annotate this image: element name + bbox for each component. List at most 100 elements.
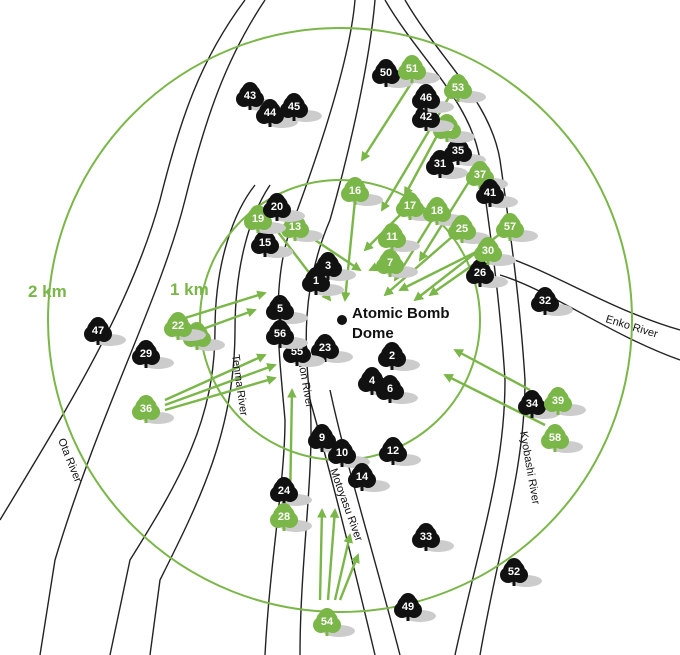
tree-marker-44: 44 xyxy=(256,99,298,128)
tree-canopy xyxy=(384,342,400,358)
tree-number: 25 xyxy=(456,223,468,235)
tree-marker-2: 2 xyxy=(378,342,420,371)
tree-number: 53 xyxy=(452,82,464,94)
tree-canopy xyxy=(347,177,363,193)
tree-marker-45: 45 xyxy=(280,93,322,122)
arrow xyxy=(184,290,267,320)
dome-dot xyxy=(337,315,347,325)
arrow xyxy=(403,129,442,197)
tree-marker-41: 41 xyxy=(476,179,518,208)
trees-layer: 1234567910111213141516171819202122232425… xyxy=(84,55,586,637)
tree-marker-26: 26 xyxy=(466,259,508,288)
tree-number: 9 xyxy=(319,432,325,444)
tree-number: 47 xyxy=(92,325,104,337)
tree-marker-25: 25 xyxy=(448,215,490,244)
arrow xyxy=(453,348,531,392)
tree-canopy xyxy=(502,213,518,229)
tree-canopy xyxy=(334,439,350,455)
tree-number: 6 xyxy=(387,383,393,395)
tree-marker-47: 47 xyxy=(84,317,126,346)
tree-number: 16 xyxy=(349,185,361,197)
tree-number: 19 xyxy=(252,213,264,225)
ring-1km-label: 1 km xyxy=(170,280,209,299)
tree-canopy xyxy=(385,437,401,453)
tree-canopy xyxy=(480,237,496,253)
tree-marker-32: 32 xyxy=(531,287,573,316)
ring-2km-label: 2 km xyxy=(28,282,67,301)
tree-marker-29: 29 xyxy=(132,340,174,369)
tenma-river-bank-left xyxy=(109,184,256,655)
ring-2km xyxy=(47,27,633,613)
tree-number: 32 xyxy=(539,295,551,307)
tree-canopy xyxy=(138,395,154,411)
arrow xyxy=(340,199,357,302)
tree-canopy xyxy=(384,223,400,239)
tree-number: 22 xyxy=(172,320,184,332)
tree-number: 23 xyxy=(319,342,331,354)
tree-canopy xyxy=(242,82,258,98)
tree-marker-50: 50 xyxy=(372,59,414,88)
tree-number: 58 xyxy=(549,432,561,444)
tree-marker-34: 34 xyxy=(518,390,560,419)
tree-marker-53: 53 xyxy=(444,74,486,103)
tree-marker-7: 7 xyxy=(376,249,418,278)
ota-river-bank-right xyxy=(39,0,266,655)
tree-marker-6: 6 xyxy=(376,375,418,404)
tree-number: 45 xyxy=(288,101,300,113)
tree-number: 14 xyxy=(356,471,369,483)
tree-number: 15 xyxy=(259,237,271,249)
tree-number: 35 xyxy=(452,145,464,157)
tree-canopy xyxy=(262,99,278,115)
kyobashi-river-label: Kyobashi River xyxy=(517,430,542,505)
tree-canopy xyxy=(364,367,380,383)
ota-river-bank-left xyxy=(0,0,246,521)
arrow xyxy=(443,373,546,427)
tree-marker-39: 39 xyxy=(544,387,586,416)
tree-number: 20 xyxy=(271,201,283,213)
tree-number: 33 xyxy=(420,531,432,543)
tree-number: 46 xyxy=(420,92,432,104)
tree-number: 39 xyxy=(552,395,564,407)
tree-marker-54: 54 xyxy=(313,608,355,637)
tree-canopy xyxy=(550,387,566,403)
tree-canopy xyxy=(354,463,370,479)
tree-canopy xyxy=(90,317,106,333)
tree-marker-33: 33 xyxy=(412,523,454,552)
arrow xyxy=(360,81,414,162)
tree-number: 44 xyxy=(264,107,277,119)
tree-marker-36: 36 xyxy=(132,395,174,424)
tree-marker-56: 56 xyxy=(266,320,308,349)
tree-marker-17: 17 xyxy=(396,192,438,221)
tree-number: 31 xyxy=(434,158,446,170)
tree-number: 1 xyxy=(313,275,319,287)
tree-marker-52: 52 xyxy=(500,558,542,587)
tree-marker-1: 1 xyxy=(302,267,344,296)
tree-number: 50 xyxy=(380,67,392,79)
arrow xyxy=(326,508,340,601)
tree-number: 56 xyxy=(274,328,286,340)
tree-number: 37 xyxy=(474,169,486,181)
dome-label-line2: Dome xyxy=(352,325,394,342)
tree-marker-30: 30 xyxy=(474,237,516,266)
tree-canopy xyxy=(450,74,466,90)
tree-number: 42 xyxy=(420,111,432,123)
tree-canopy xyxy=(286,93,302,109)
tree-marker-22: 22 xyxy=(164,312,206,341)
tree-number: 55 xyxy=(291,346,303,358)
tree-canopy xyxy=(429,197,445,213)
tree-canopy xyxy=(378,59,394,75)
tree-number: 24 xyxy=(278,485,291,497)
tree-number: 10 xyxy=(336,447,348,459)
tree-number: 26 xyxy=(474,267,486,279)
tree-canopy xyxy=(170,312,186,328)
tree-canopy xyxy=(547,424,563,440)
tree-canopy xyxy=(272,320,288,336)
arrow xyxy=(333,533,353,601)
tree-number: 34 xyxy=(526,398,539,410)
tree-canopy xyxy=(276,477,292,493)
arrow xyxy=(317,508,327,601)
tree-marker-5: 5 xyxy=(266,295,308,324)
tree-marker-14: 14 xyxy=(348,463,390,492)
tree-marker-51: 51 xyxy=(398,55,440,84)
